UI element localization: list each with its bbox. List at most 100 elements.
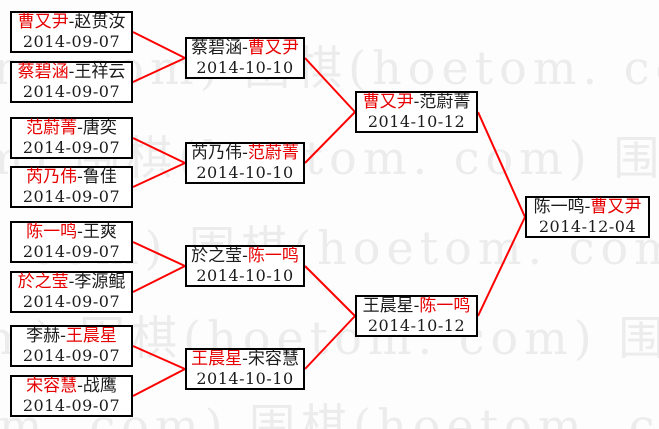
player2-name: 陈一鸣	[419, 296, 471, 316]
match-names: 王晨星-宋容慧	[191, 350, 299, 369]
player2-name: 曹又尹	[247, 38, 299, 58]
match-box-quarterfinals-4[interactable]: 王晨星-宋容慧 2014-10-10	[185, 348, 305, 390]
player2-name: 范蔚菁	[419, 92, 471, 112]
player2-name: 李源鲲	[74, 272, 126, 292]
bracket-connector-line	[132, 137, 186, 164]
player2-name: 范蔚菁	[247, 143, 299, 163]
bracket-connector-line	[132, 31, 186, 59]
match-date: 2014-09-07	[22, 82, 121, 101]
match-names: 宋容慧-战鹰	[26, 377, 117, 396]
bracket-connector-line	[477, 111, 526, 218]
names-separator: -	[242, 38, 248, 58]
player1-name: 蔡碧涵	[17, 62, 69, 82]
match-box-round-of-16-8[interactable]: 宋容慧-战鹰 2014-09-07	[10, 375, 133, 417]
match-date: 2014-09-07	[22, 138, 121, 157]
names-separator: -	[77, 118, 83, 138]
match-box-semifinals-1[interactable]: 曹又尹-范蔚菁 2014-10-12	[355, 91, 478, 133]
player1-name: 陈一鸣	[533, 197, 585, 217]
match-date: 2014-10-10	[196, 369, 294, 388]
bracket-connector-line	[132, 368, 186, 397]
player2-name: 唐奕	[82, 118, 117, 138]
player1-name: 李赫	[26, 326, 61, 346]
names-separator: -	[68, 62, 75, 82]
player1-name: 蔡碧涵	[191, 38, 243, 58]
match-box-round-of-16-1[interactable]: 曹又尹-赵贯汝 2014-09-07	[10, 11, 133, 53]
match-date: 2014-09-07	[22, 187, 121, 206]
match-names: 曹又尹-范蔚菁	[363, 93, 471, 112]
match-names: 陈一鸣-曹又尹	[534, 198, 642, 217]
match-date: 2014-10-12	[367, 316, 466, 335]
names-separator: -	[413, 92, 420, 112]
names-separator: -	[68, 12, 75, 32]
bracket-connector-line	[304, 265, 356, 317]
match-box-round-of-16-3[interactable]: 范蔚菁-唐奕 2014-09-07	[10, 117, 133, 159]
bracket-connector-line	[304, 315, 356, 370]
match-box-round-of-16-5[interactable]: 陈一鸣-王爽 2014-09-07	[10, 221, 133, 263]
player2-name: 宋容慧	[247, 349, 299, 369]
names-separator: -	[77, 222, 83, 242]
match-box-round-of-16-2[interactable]: 蔡碧涵-王祥云 2014-09-07	[10, 61, 133, 103]
match-names: 范蔚菁-唐奕	[26, 119, 117, 138]
player1-name: 芮乃伟	[191, 143, 243, 163]
names-separator: -	[413, 296, 420, 316]
match-box-round-of-16-6[interactable]: 於之莹-李源鲲 2014-09-07	[10, 271, 133, 313]
bracket-connector-line	[304, 111, 356, 164]
player1-name: 芮乃伟	[26, 167, 78, 187]
match-names: 於之莹-李源鲲	[18, 273, 126, 292]
player1-name: 范蔚菁	[26, 118, 78, 138]
match-box-quarterfinals-2[interactable]: 芮乃伟-范蔚菁 2014-10-10	[185, 142, 305, 184]
names-separator: -	[584, 197, 591, 217]
player1-name: 宋容慧	[26, 376, 78, 396]
match-names: 芮乃伟-范蔚菁	[191, 144, 299, 163]
bracket-connector-line	[132, 57, 186, 83]
player1-name: 陈一鸣	[26, 222, 78, 242]
player1-name: 於之莹	[17, 272, 69, 292]
match-date: 2014-09-07	[22, 242, 121, 261]
match-names: 曹又尹-赵贯汝	[18, 13, 126, 32]
player2-name: 赵贯汝	[74, 12, 126, 32]
bracket-connector-line	[132, 241, 186, 267]
match-box-final-1[interactable]: 陈一鸣-曹又尹 2014-12-04	[525, 196, 650, 238]
player2-name: 王爽	[82, 222, 117, 242]
player2-name: 陈一鸣	[247, 246, 299, 266]
match-box-round-of-16-4[interactable]: 芮乃伟-鲁佳 2014-09-07	[10, 166, 133, 208]
names-separator: -	[77, 376, 83, 396]
names-separator: -	[242, 143, 248, 163]
player1-name: 於之莹	[191, 246, 243, 266]
names-separator: -	[77, 167, 83, 187]
names-separator: -	[68, 272, 75, 292]
match-box-quarterfinals-3[interactable]: 於之莹-陈一鸣 2014-10-10	[185, 245, 305, 287]
match-names: 芮乃伟-鲁佳	[26, 168, 117, 187]
match-date: 2014-12-04	[538, 217, 637, 236]
match-box-semifinals-2[interactable]: 王晨星-陈一鸣 2014-10-12	[355, 295, 478, 337]
bracket-connector-line	[477, 216, 526, 317]
match-names: 李赫-王晨星	[26, 327, 117, 346]
match-date: 2014-10-10	[196, 266, 294, 285]
player2-name: 王祥云	[74, 62, 126, 82]
match-date: 2014-10-10	[196, 58, 294, 77]
bracket-connector-line	[132, 345, 186, 370]
match-names: 於之莹-陈一鸣	[191, 247, 299, 266]
match-box-round-of-16-7[interactable]: 李赫-王晨星 2014-09-07	[10, 325, 133, 367]
player1-name: 曹又尹	[17, 12, 69, 32]
player2-name: 曹又尹	[590, 197, 642, 217]
player1-name: 王晨星	[191, 349, 243, 369]
names-separator: -	[242, 246, 248, 266]
match-box-quarterfinals-1[interactable]: 蔡碧涵-曹又尹 2014-10-10	[185, 37, 305, 79]
match-date: 2014-10-10	[196, 163, 294, 182]
match-names: 王晨星-陈一鸣	[363, 297, 471, 316]
match-names: 蔡碧涵-曹又尹	[191, 39, 299, 58]
bracket-connector-line	[304, 57, 356, 113]
player2-name: 王晨星	[65, 326, 117, 346]
match-date: 2014-09-07	[22, 32, 121, 51]
names-separator: -	[60, 326, 66, 346]
match-date: 2014-09-07	[22, 346, 121, 365]
player2-name: 战鹰	[82, 376, 117, 396]
match-date: 2014-09-07	[22, 396, 121, 415]
player1-name: 王晨星	[362, 296, 414, 316]
player1-name: 曹又尹	[362, 92, 414, 112]
names-separator: -	[242, 349, 248, 369]
match-names: 蔡碧涵-王祥云	[18, 63, 126, 82]
